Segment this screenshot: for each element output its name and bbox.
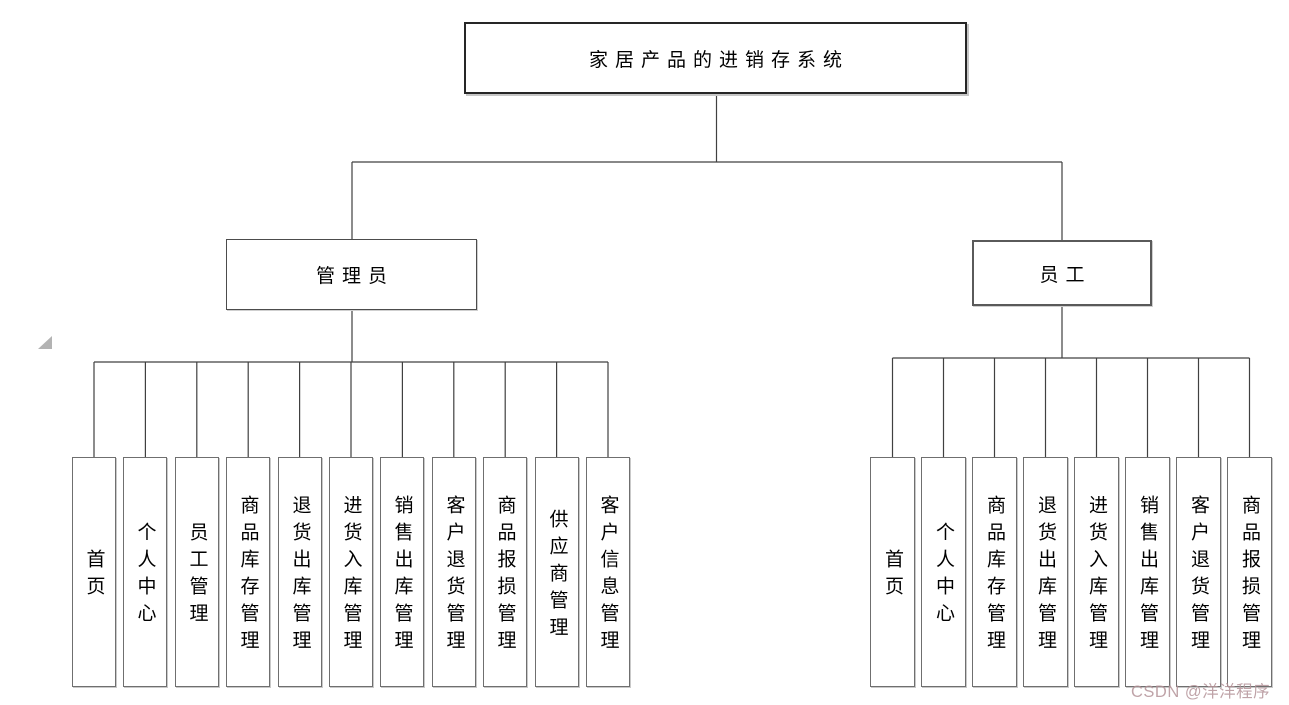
node-admin-customer-return-mgmt: 客户退货管理 <box>432 457 476 687</box>
node-label: 首页 <box>882 549 903 603</box>
node-root-label: 家居产品的进销存系统 <box>588 49 849 71</box>
node-label: 供应商管理 <box>546 508 568 644</box>
node-branch-staff: 员工 <box>972 240 1152 306</box>
node-label: 商品库存管理 <box>984 495 1005 657</box>
node-branch-admin-label: 管理员 <box>315 266 394 287</box>
node-label: 员工管理 <box>186 522 208 630</box>
watermark: CSDN @洋洋程序 <box>1131 683 1271 701</box>
node-staff-home: 首页 <box>870 457 915 687</box>
node-staff-personal-center: 个人中心 <box>921 457 966 687</box>
node-admin-customer-info-mgmt: 客户信息管理 <box>586 457 630 687</box>
node-label: 销售出库管理 <box>1137 495 1158 657</box>
node-label: 退货出库管理 <box>289 495 311 657</box>
node-admin-employee-mgmt: 员工管理 <box>175 457 219 687</box>
node-branch-staff-label: 员工 <box>1039 264 1092 286</box>
node-label: 客户退货管理 <box>443 495 465 657</box>
node-admin-inventory-mgmt: 商品库存管理 <box>226 457 270 687</box>
node-admin-home: 首页 <box>72 457 116 687</box>
node-label: 进货入库管理 <box>1086 495 1107 657</box>
node-staff-purchase-inbound-mgmt: 进货入库管理 <box>1074 457 1119 687</box>
node-label: 客户信息管理 <box>597 495 619 657</box>
node-admin-return-outbound-mgmt: 退货出库管理 <box>278 457 322 687</box>
node-label: 退货出库管理 <box>1035 495 1056 657</box>
node-staff-damage-mgmt: 商品报损管理 <box>1227 457 1272 687</box>
node-admin-purchase-inbound-mgmt: 进货入库管理 <box>329 457 373 687</box>
node-admin-sales-outbound-mgmt: 销售出库管理 <box>380 457 424 687</box>
node-staff-customer-return-mgmt: 客户退货管理 <box>1176 457 1221 687</box>
node-label: 商品报损管理 <box>494 495 516 657</box>
node-label: 客户退货管理 <box>1188 495 1209 657</box>
node-staff-return-outbound-mgmt: 退货出库管理 <box>1023 457 1068 687</box>
node-staff-sales-outbound-mgmt: 销售出库管理 <box>1125 457 1170 687</box>
node-label: 进货入库管理 <box>340 495 362 657</box>
node-label: 首页 <box>83 549 105 603</box>
node-admin-supplier-mgmt: 供应商管理 <box>535 457 579 687</box>
node-label: 销售出库管理 <box>391 495 413 657</box>
node-label: 商品报损管理 <box>1239 495 1260 657</box>
corner-triangle-icon <box>38 336 52 349</box>
node-root-system: 家居产品的进销存系统 <box>464 22 967 94</box>
node-admin-damage-mgmt: 商品报损管理 <box>483 457 527 687</box>
node-label: 商品库存管理 <box>237 495 259 657</box>
node-staff-inventory-mgmt: 商品库存管理 <box>972 457 1017 687</box>
node-branch-admin: 管理员 <box>226 239 477 310</box>
node-label: 个人中心 <box>933 522 954 630</box>
node-admin-personal-center: 个人中心 <box>123 457 167 687</box>
node-label: 个人中心 <box>134 522 156 630</box>
